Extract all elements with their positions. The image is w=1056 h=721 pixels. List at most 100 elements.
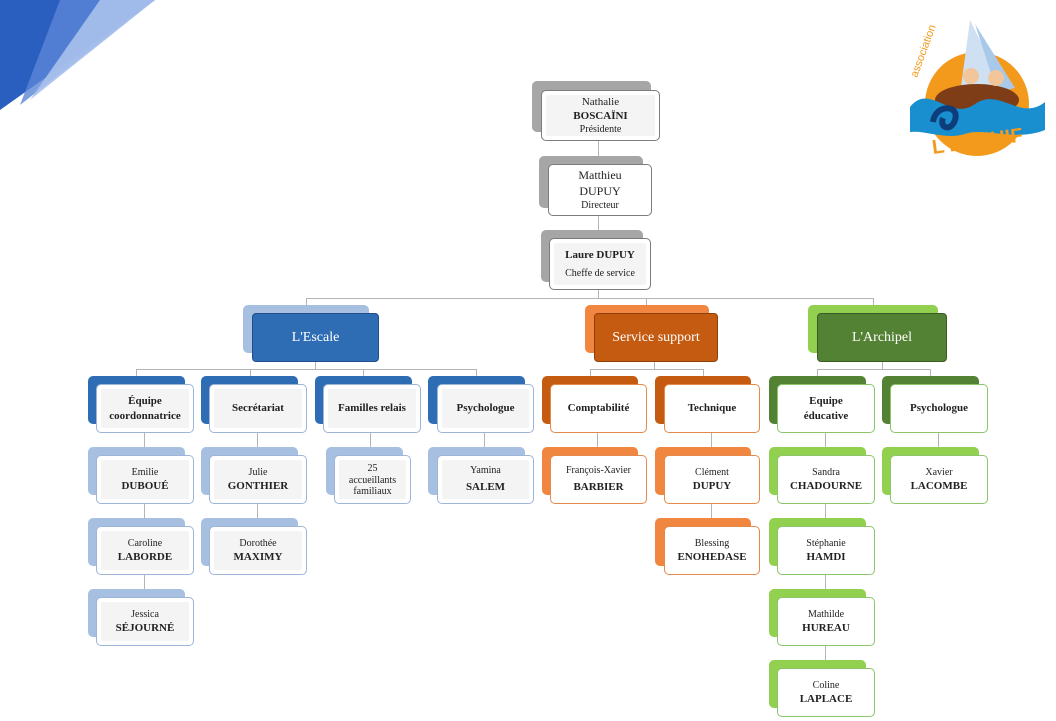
connector — [703, 369, 704, 376]
branch-escale-title: L'Escale — [291, 329, 340, 345]
president-last-name: BOSCAÏNI — [573, 110, 628, 122]
connector — [306, 298, 307, 305]
connector — [646, 298, 647, 305]
connector — [817, 369, 818, 376]
connector — [136, 369, 477, 370]
person-first-name: Xavier — [925, 466, 953, 478]
director-first-name: Matthieu — [578, 167, 622, 182]
branch-support-title: Service support — [612, 329, 700, 345]
unit-label: Psychologue — [909, 402, 969, 415]
connector — [598, 215, 599, 233]
branch-support-header: Service support — [594, 313, 718, 362]
logo-word-association: association — [909, 23, 939, 79]
director-last-name: DUPUY — [579, 183, 621, 198]
unit-comptabilite: Comptabilité — [550, 384, 647, 433]
unit-label: Psychologue — [456, 402, 515, 415]
unit-equipe-educative: Equipe éducative — [777, 384, 875, 433]
unit-label: Secrétariat — [232, 402, 284, 415]
connector — [315, 362, 316, 369]
person-first-name: Dorothée — [239, 537, 277, 549]
person-first-name: Emilie — [131, 466, 159, 478]
director-card: Matthieu DUPUY Directeur — [548, 164, 652, 216]
person-first-name: Jessica — [131, 608, 159, 620]
connector — [306, 298, 874, 299]
person-first-name: Blessing — [694, 537, 730, 549]
unit-label: Familles relais — [338, 402, 406, 415]
person-first-name: Sandra — [812, 466, 840, 478]
corner-decoration — [0, 0, 155, 110]
person-last-name: HUREAU — [802, 621, 850, 634]
president-first-name: Nathalie — [581, 95, 620, 108]
esquif-logo: association L'ESQUIF — [905, 12, 1050, 172]
person-count: 25 — [367, 463, 378, 474]
unit-psychologue: Psychologue — [437, 384, 534, 433]
connector — [250, 369, 251, 376]
person-last-name: LACOMBE — [910, 479, 968, 492]
branch-archipel-title: L'Archipel — [851, 329, 913, 345]
connector — [654, 362, 655, 369]
unit-psychologue-archipel: Psychologue — [890, 384, 988, 433]
connector — [136, 369, 137, 376]
unit-label: Équipe coordonnatrice — [109, 395, 181, 422]
connector — [817, 369, 931, 370]
connector — [598, 290, 599, 299]
connector — [873, 298, 874, 305]
connector — [598, 140, 599, 158]
person-last-name: MAXIMY — [233, 550, 283, 563]
person-first-name: Coline — [812, 679, 840, 691]
person-last-name: CHADOURNE — [789, 479, 863, 492]
person-last-name: HAMDI — [806, 550, 846, 563]
branch-escale-header: L'Escale — [252, 313, 379, 362]
connector — [882, 362, 883, 369]
unit-equipe-coordonnatrice: Équipe coordonnatrice — [96, 384, 194, 433]
unit-secretariat: Secrétariat — [209, 384, 307, 433]
person-description: accueillants familiaux — [348, 475, 397, 497]
connector — [484, 433, 485, 455]
person-last-name: ENOHEDASE — [677, 550, 747, 563]
person-first-name: Julie — [248, 466, 268, 478]
person-first-name: Yamina — [470, 465, 501, 477]
person-last-name: SÉJOURNÉ — [115, 621, 175, 634]
director-role: Directeur — [581, 200, 619, 212]
connector — [370, 433, 371, 455]
unit-technique: Technique — [664, 384, 760, 433]
branch-archipel-header: L'Archipel — [817, 313, 947, 362]
president-card: Nathalie BOSCAÏNI Présidente — [541, 90, 660, 141]
person-first-name: Stéphanie — [806, 537, 846, 549]
person-last-name: BARBIER — [573, 481, 624, 494]
person-first-name: Mathilde — [807, 608, 845, 620]
unit-familles-relais: Familles relais — [323, 384, 421, 433]
person-first-name: Clément — [695, 466, 729, 478]
connector — [590, 369, 704, 370]
person-last-name: DUPUY — [692, 479, 732, 492]
person-last-name: GONTHIER — [227, 479, 289, 492]
connector — [476, 369, 477, 376]
person-last-name: SALEM — [465, 481, 506, 494]
president-role: Présidente — [579, 124, 622, 136]
connector — [597, 433, 598, 455]
connector — [363, 369, 364, 376]
person-first-name: Caroline — [127, 537, 163, 549]
head-of-service-name: Laure DUPUY — [565, 249, 635, 262]
person-last-name: LAPLACE — [799, 692, 853, 705]
unit-label: Technique — [687, 402, 737, 415]
unit-label: Equipe éducative — [803, 395, 849, 422]
connector — [590, 369, 591, 376]
connector — [930, 369, 931, 376]
connector — [938, 433, 939, 455]
